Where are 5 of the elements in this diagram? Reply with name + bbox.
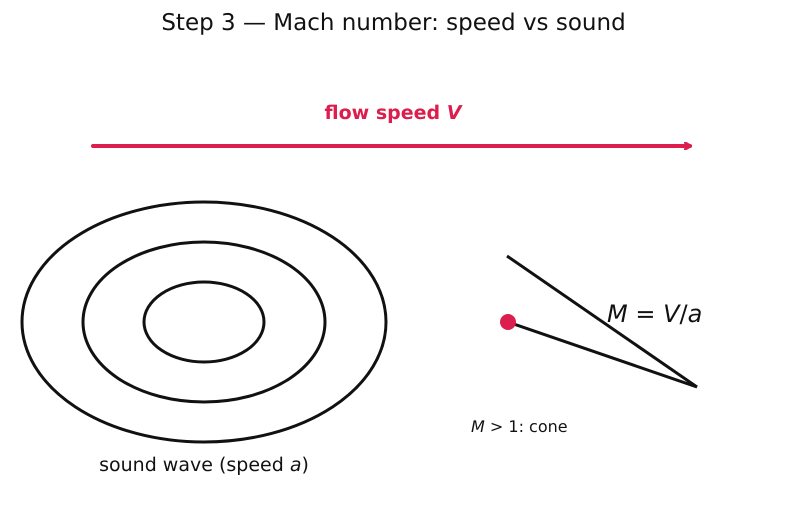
title: Step 3 — Mach number: speed vs sound bbox=[161, 10, 626, 36]
wave-caption: sound wave (speed a) bbox=[99, 454, 309, 477]
flow-speed-label: flow speed V bbox=[324, 102, 462, 125]
mach-formula: M = V/a bbox=[607, 300, 702, 329]
cone-note: M > 1: cone bbox=[471, 417, 568, 436]
